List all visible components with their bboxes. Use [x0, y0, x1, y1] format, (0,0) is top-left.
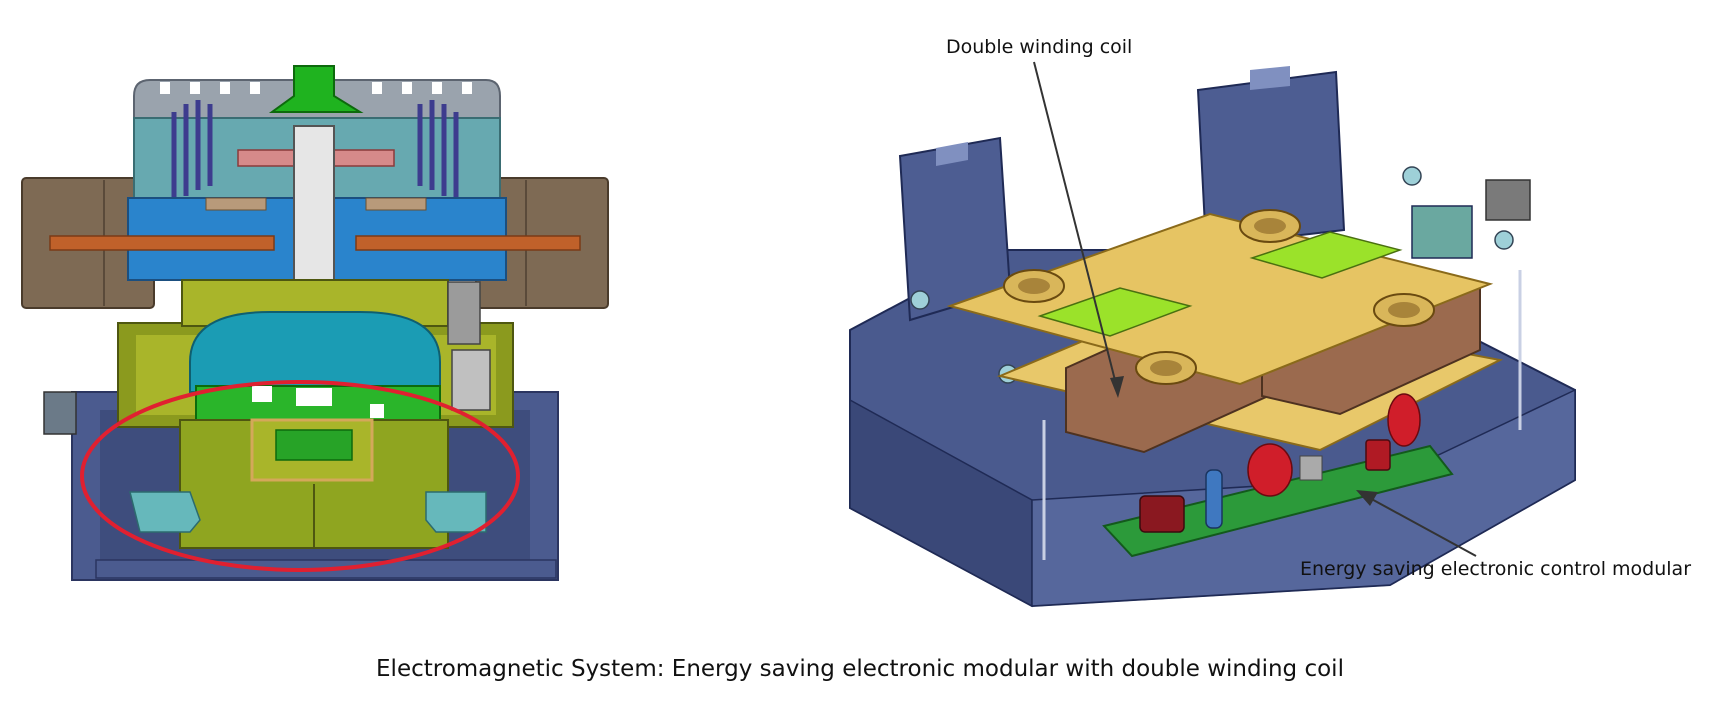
- teal-block-right: [425, 491, 487, 533]
- copper-bar-right: [355, 235, 581, 251]
- coil-module-3d-view: [849, 66, 1576, 608]
- capacitor-box: [1139, 495, 1185, 533]
- copper-bar-left: [49, 235, 275, 251]
- green-plunger-top: [268, 65, 364, 113]
- figure-caption: Electromagnetic System: Energy saving el…: [376, 656, 1344, 682]
- label-energy-saving-module: Energy saving electronic control modular: [1300, 558, 1692, 580]
- leader-line-coil: [1033, 61, 1119, 393]
- label-double-winding-coil: Double winding coil: [946, 36, 1133, 58]
- highlight-ellipse: [80, 380, 520, 572]
- teal-block-left: [129, 491, 201, 533]
- varistor-right: [1387, 393, 1421, 447]
- white-rod: [293, 125, 335, 291]
- side-connector: [43, 391, 77, 435]
- varistor-left: [1247, 443, 1293, 497]
- teal-dome: [189, 311, 441, 393]
- resistor: [1205, 469, 1223, 529]
- leader-line-module: [1365, 495, 1477, 557]
- contactor-cross-section: [21, 65, 609, 581]
